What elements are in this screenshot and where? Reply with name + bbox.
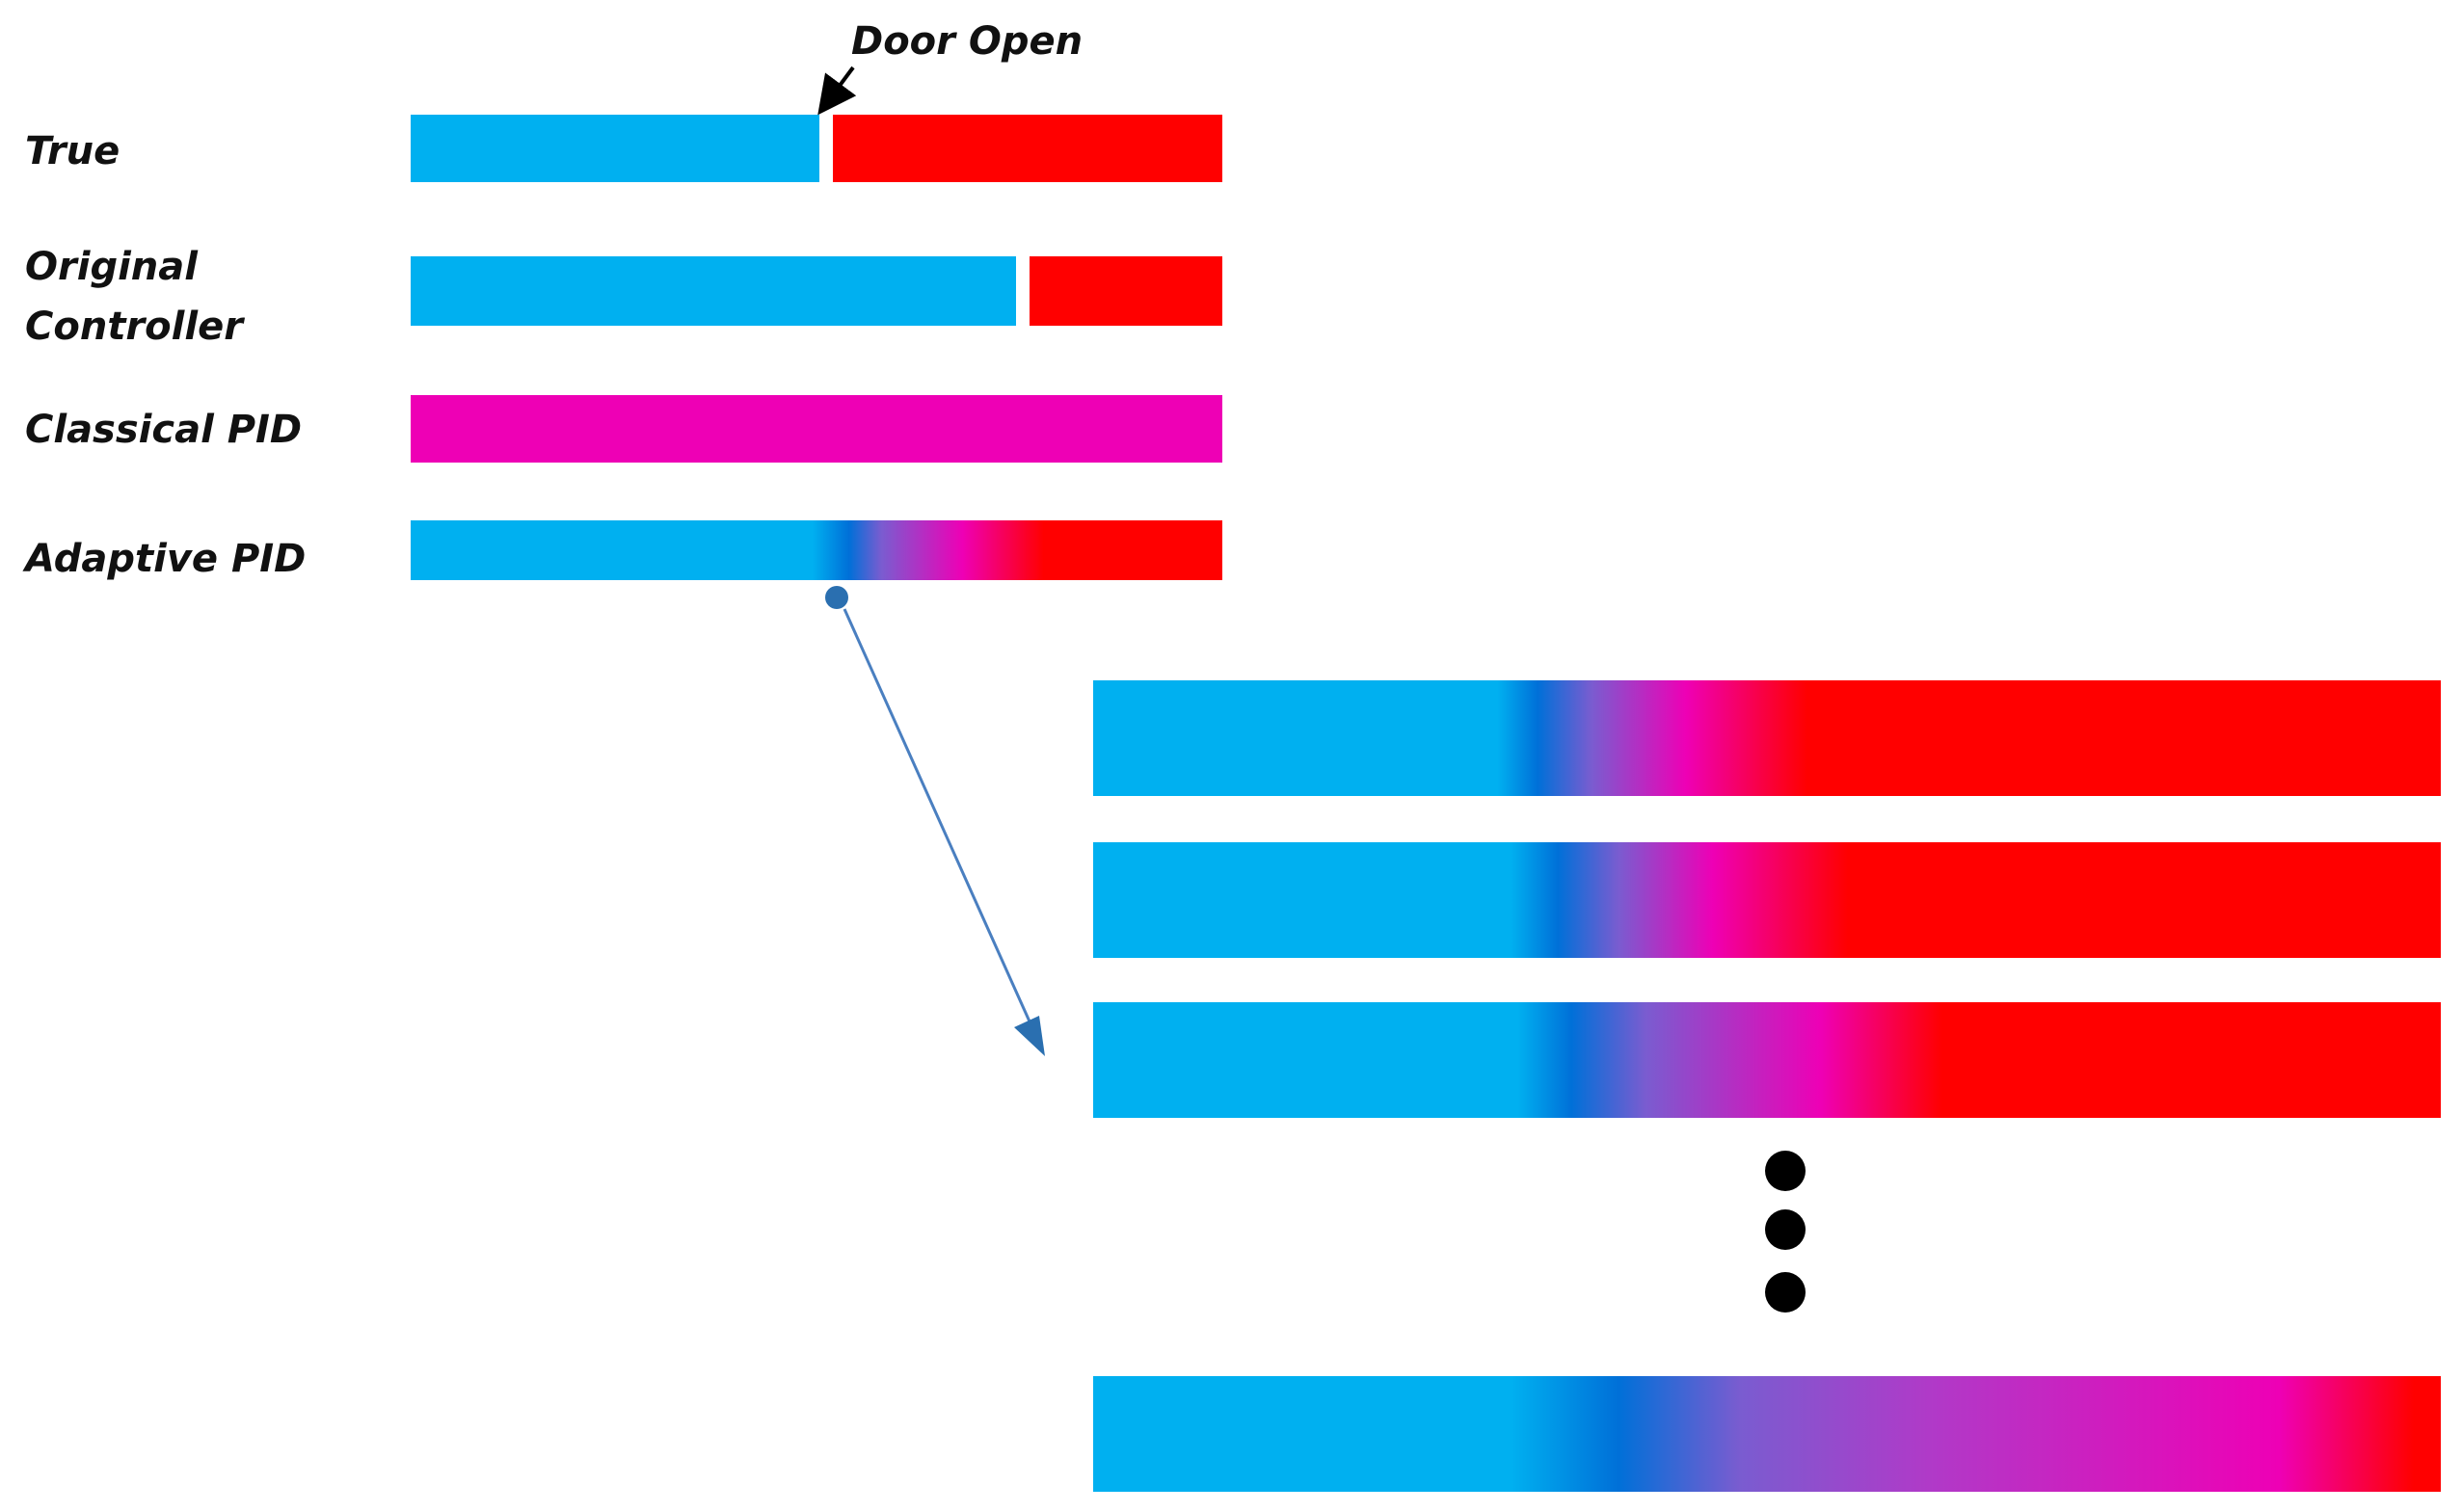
zoom-bar-last [1093,1376,2441,1492]
row-label-classical-pid: Classical PID [25,408,303,452]
zoom-origin-dot [825,586,848,609]
zoom-connector-line [843,608,1031,1022]
zoom-bar-2 [1093,842,2441,958]
zoom-bar-1 [1093,680,2441,796]
row-label-adaptive-pid: Adaptive PID [25,537,307,581]
true-bar-closed-segment [411,115,819,182]
ellipsis-dot-2 [1765,1209,1806,1250]
door-open-arrow [817,66,857,116]
adaptive-pid-bar [411,520,1222,580]
ellipsis-dot-3 [1765,1272,1806,1313]
door-open-label: Door Open [851,19,1084,64]
row-label-true: True [25,129,120,173]
row-label-original-controller: Original Controller [25,245,243,349]
original-controller-bar-closed-segment [411,256,1016,326]
original-controller-bar-open-segment [1030,256,1222,326]
zoom-bar-3 [1093,1002,2441,1118]
ellipsis-dot-1 [1765,1151,1806,1191]
true-bar-open-segment [833,115,1222,182]
classical-pid-bar [411,395,1222,463]
zoom-connector-arrowhead-icon [1014,1016,1045,1056]
